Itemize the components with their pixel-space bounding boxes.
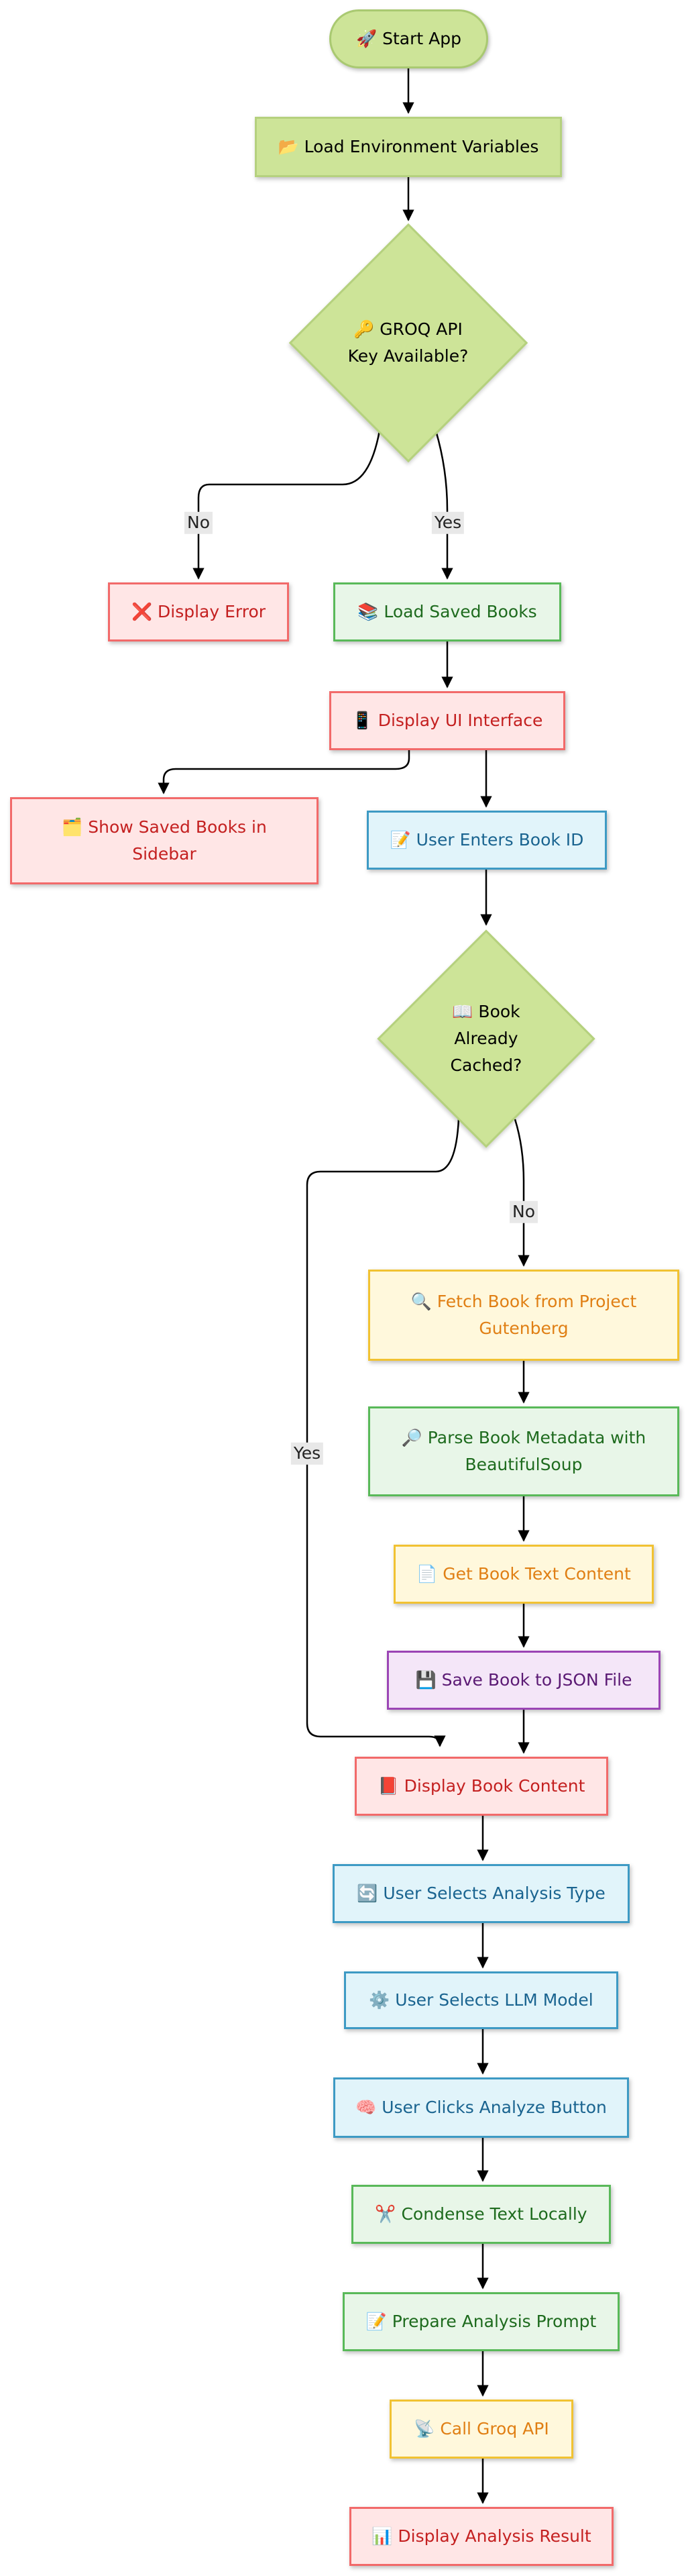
edge-label-api-no: No bbox=[184, 511, 213, 534]
display-error-node-label: ❌ Display Error bbox=[131, 602, 266, 621]
load-env-node: 📂 Load Environment Variables bbox=[255, 117, 562, 177]
edge-cached-yes bbox=[306, 1119, 460, 1747]
prepare-prompt-node: 📝 Prepare Analysis Prompt bbox=[343, 2292, 620, 2351]
start-node-label: 🚀 Start App bbox=[356, 29, 461, 48]
edge-api-check-no bbox=[192, 430, 381, 580]
get-text-node-label: 📄 Get Book Text Content bbox=[416, 1564, 631, 1584]
load-saved-books-node: 📚 Load Saved Books bbox=[333, 582, 561, 641]
display-error-node: ❌ Display Error bbox=[108, 582, 289, 641]
select-analysis-node: 🔄 User Selects Analysis Type bbox=[333, 1864, 630, 1923]
call-groq-node-label: 📡 Call Groq API bbox=[414, 2419, 549, 2438]
edge-ui-to-sidebar bbox=[158, 750, 410, 794]
display-content-node-label: 📕 Display Book Content bbox=[378, 1776, 585, 1796]
click-analyze-node: 🧠 User Clicks Analyze Button bbox=[333, 2077, 629, 2138]
user-enters-id-node-label: 📝 User Enters Book ID bbox=[390, 830, 584, 849]
save-json-node: 💾 Save Book to JSON File bbox=[387, 1651, 660, 1710]
edge-cached-no bbox=[514, 1119, 530, 1267]
select-model-node: ⚙️ User Selects LLM Model bbox=[344, 1971, 618, 2029]
fetch-book-node: 🔍 Fetch Book from Project Gutenberg bbox=[368, 1270, 679, 1361]
display-ui-node-label: 📱 Display UI Interface bbox=[351, 711, 543, 730]
parse-metadata-node-label: 🔎 Parse Book Metadata with BeautifulSoup bbox=[401, 1428, 646, 1474]
condense-text-node-label: ✂️ Condense Text Locally bbox=[375, 2204, 587, 2224]
cached-decision: 📖 Book Already Cached? bbox=[376, 929, 596, 1149]
select-analysis-node-label: 🔄 User Selects Analysis Type bbox=[357, 1884, 606, 1903]
api-key-decision-label: 🔑 GROQ API Key Available? bbox=[347, 319, 469, 366]
load-saved-books-node-label: 📚 Load Saved Books bbox=[357, 602, 537, 621]
user-enters-id-node: 📝 User Enters Book ID bbox=[367, 811, 607, 870]
display-content-node: 📕 Display Book Content bbox=[355, 1757, 608, 1816]
edge-api-check-yes bbox=[435, 430, 453, 580]
parse-metadata-node: 🔎 Parse Book Metadata with BeautifulSoup bbox=[368, 1406, 679, 1496]
prepare-prompt-node-label: 📝 Prepare Analysis Prompt bbox=[365, 2312, 597, 2331]
api-key-decision: 🔑 GROQ API Key Available? bbox=[288, 223, 528, 462]
cached-decision-label: 📖 Book Already Cached? bbox=[450, 1002, 522, 1075]
edge-label-api-yes: Yes bbox=[431, 511, 465, 534]
condense-text-node: ✂️ Condense Text Locally bbox=[351, 2185, 611, 2244]
get-text-node: 📄 Get Book Text Content bbox=[394, 1545, 654, 1604]
display-ui-node: 📱 Display UI Interface bbox=[329, 691, 565, 750]
save-json-node-label: 💾 Save Book to JSON File bbox=[415, 1670, 632, 1690]
show-saved-books-node: 🗂️ Show Saved Books in Sidebar bbox=[10, 797, 319, 884]
fetch-book-node-label: 🔍 Fetch Book from Project Gutenberg bbox=[410, 1292, 637, 1338]
display-result-node: 📊 Display Analysis Result bbox=[349, 2507, 614, 2566]
edge-label-cached-no: No bbox=[510, 1200, 538, 1223]
load-env-node-label: 📂 Load Environment Variables bbox=[278, 137, 539, 156]
start-node: 🚀 Start App bbox=[329, 9, 488, 68]
edge-label-cached-yes: Yes bbox=[290, 1442, 324, 1465]
call-groq-node: 📡 Call Groq API bbox=[390, 2400, 573, 2459]
select-model-node-label: ⚙️ User Selects LLM Model bbox=[369, 1990, 593, 2010]
click-analyze-node-label: 🧠 User Clicks Analyze Button bbox=[355, 2098, 607, 2117]
show-saved-books-node-label: 🗂️ Show Saved Books in Sidebar bbox=[62, 817, 267, 864]
display-result-node-label: 📊 Display Analysis Result bbox=[371, 2526, 591, 2546]
